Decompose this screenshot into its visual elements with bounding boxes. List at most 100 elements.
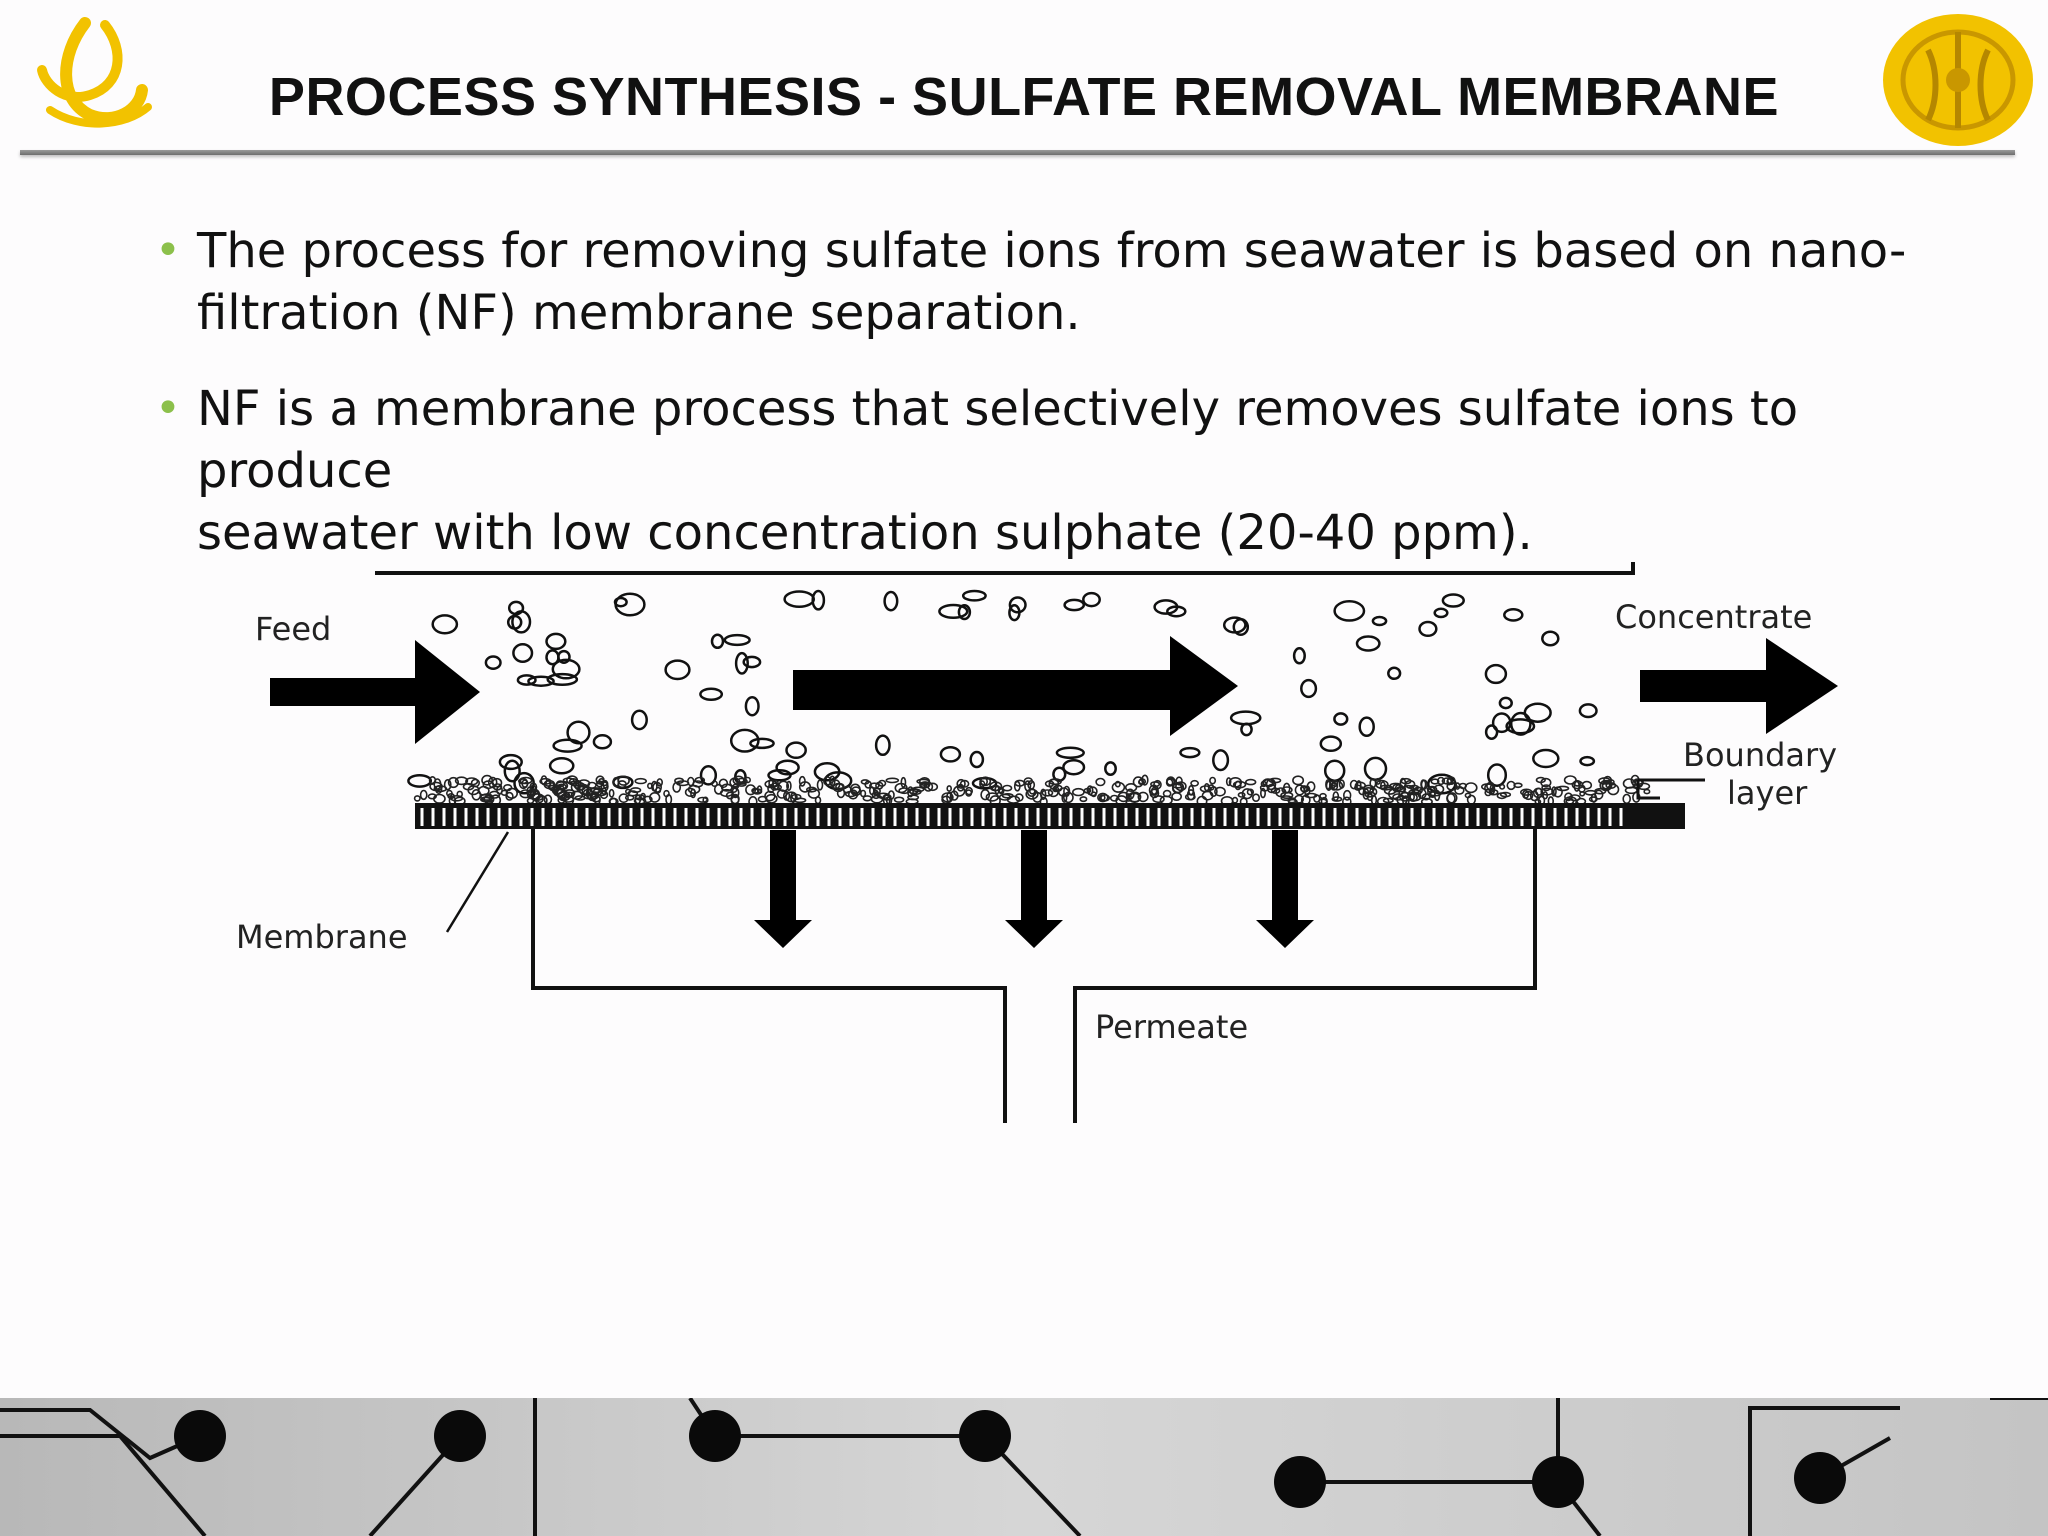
boundary-particle [1606,779,1615,785]
ion-particle [767,769,792,782]
boundary-particle [1041,789,1054,797]
bullet-item: • The process for removing sulfate ions … [155,220,1955,344]
boundary-particle [1540,787,1554,796]
boundary-particle [481,774,493,786]
boundary-particle [1190,779,1199,787]
boundary-particle [1356,780,1362,791]
boundary-particle [1594,789,1604,800]
boundary-particle [994,785,1000,795]
boundary-label: layer [1727,774,1808,812]
ion-particle [1323,759,1346,782]
boundary-particle [1001,793,1014,799]
ion-particle [1104,761,1117,777]
boundary-particle [1266,783,1277,794]
boundary-particle [807,788,821,799]
ion-particle [506,614,523,630]
boundary-particle [1383,786,1397,795]
ion-particle [527,675,555,687]
boundary-particle [672,781,682,793]
boundary-particle [694,776,706,784]
ion-particle [1063,598,1086,612]
ion-particle [1371,615,1388,627]
boundary-particle [907,794,920,801]
boundary-particle [1209,786,1218,798]
ion-particle [785,741,807,760]
ion-particle [1333,600,1366,622]
boundary-particle [1260,787,1267,799]
boundary-particle [870,794,884,804]
membrane-leader-line [445,831,510,933]
ion-particle [592,734,613,750]
boundary-particle [1171,782,1183,794]
boundary-particle [1498,783,1506,790]
boundary-particle [1601,782,1611,791]
boundary-particle [919,781,931,789]
boundary-particle [1125,793,1132,802]
ion-particle [1484,724,1499,740]
ion-particle [1082,591,1101,608]
ion-particle [664,659,691,681]
boundary-particle [1095,777,1106,787]
boundary-particle [624,788,631,795]
membrane-label: Membrane [236,918,408,956]
boundary-particle [1464,782,1478,794]
boundary-particle [624,794,635,801]
boundary-particle [1332,791,1340,802]
boundary-particle [1025,788,1039,800]
ion-particle [431,614,459,635]
circuit-footer-banner [0,1398,2048,1536]
ion-particle [883,590,899,612]
boundary-particle [850,786,862,797]
boundary-particle [1380,781,1386,791]
boundary-particle [1420,779,1428,790]
boundary-particle [647,782,653,790]
nf-membrane-diagram: Feed Concentrate Boundary layer Membrane… [236,562,1838,1123]
boundary-particle [1598,777,1612,785]
ion-particle [734,651,749,675]
ion-particle [545,649,560,666]
boundary-particle [427,793,437,800]
boundary-particle [1488,789,1499,796]
ion-particle [1433,607,1449,619]
boundary-particle [608,788,615,798]
boundary-particle [684,787,696,798]
circuit-node-icons [174,1410,1846,1508]
boundary-particle [916,778,930,785]
boundary-particle [864,780,873,789]
boundary-particle [577,779,591,788]
boundary-particle [557,783,567,790]
boundary-particle [1098,794,1106,802]
boundary-particle [1506,780,1516,791]
boundary-particle [656,778,664,787]
boundary-particle [979,776,992,787]
boundary-particle [470,778,481,788]
boundary-particle [1244,778,1257,786]
boundary-particle [1124,783,1138,793]
boundary-particle [764,790,776,802]
ion-particle [1505,718,1536,735]
ion-particle [552,738,583,753]
ion-particle [742,655,762,669]
permeate-arrow-icon [754,830,812,948]
boundary-particle [956,778,966,789]
boundary-particle [447,793,455,800]
boundary-particle [956,783,965,792]
ion-particle [503,759,521,783]
boundary-particle [893,796,905,803]
boundary-particle [1563,775,1577,785]
boundary-particle [517,778,528,785]
boundary-particle [1111,781,1126,793]
boundary-particle [859,789,867,798]
boundary-particle [949,790,959,801]
ion-particle [1578,703,1598,719]
boundary-particle [529,784,537,793]
boundary-particle [1237,791,1246,798]
concentrate-arrow-icon [1640,638,1838,734]
boundary-particle [1014,793,1024,802]
boundary-particle [1535,776,1546,784]
boundary-particle [909,788,922,796]
boundary-particle [756,785,763,794]
bullet-list: • The process for removing sulfate ions … [155,220,1955,598]
boundary-particle [777,780,790,792]
boundary-particle [1368,787,1378,797]
